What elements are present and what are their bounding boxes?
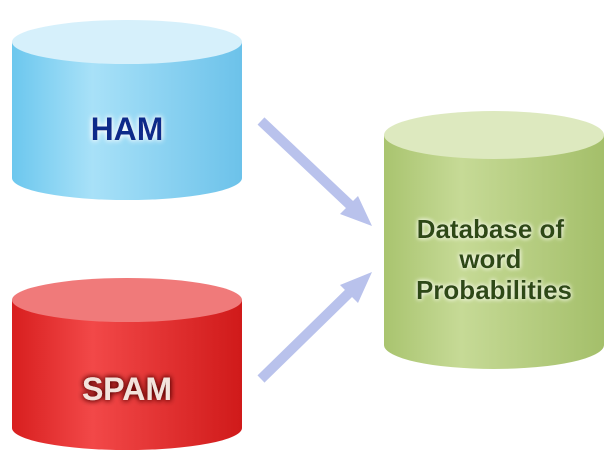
spam-cylinder: SPAM [12,278,242,450]
database-cylinder: Database of word Probabilities [384,111,604,369]
arrow-ham-to-database [257,117,372,226]
database-label: Database of word Probabilities [416,214,572,305]
database-label-line-1: Database of [417,214,565,244]
arrow-spam-to-database [257,272,372,383]
database-label-line-3: Probabilities [416,275,572,305]
ham-label: HAM [91,111,164,147]
spam-label: SPAM [82,371,172,407]
ham-cylinder: HAM [12,20,242,200]
database-label-line-2: word [458,244,521,274]
